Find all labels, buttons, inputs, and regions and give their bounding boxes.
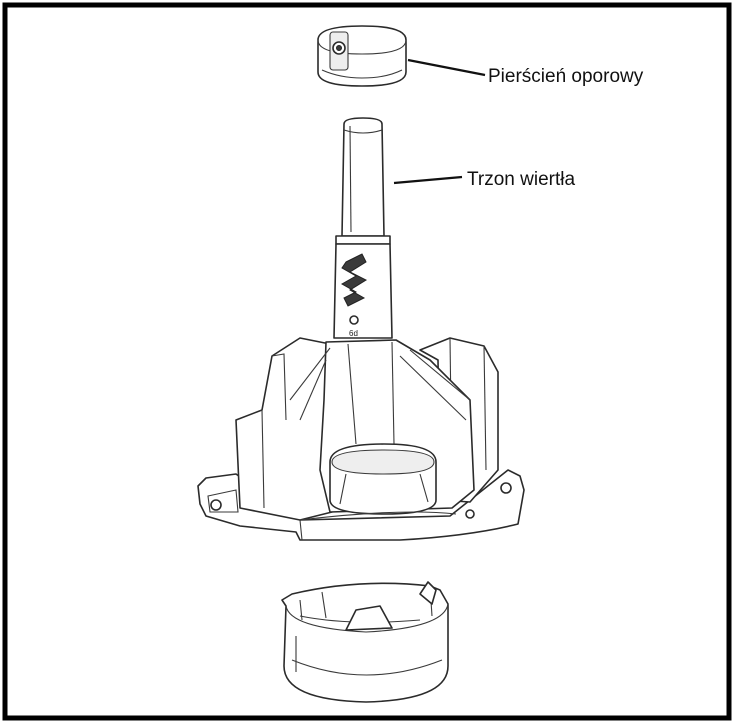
stop-ring-leader	[407, 58, 486, 77]
drill-shank-part: 6d	[333, 117, 393, 339]
stop-ring-label: Pierścień oporowy	[488, 66, 644, 87]
drill-shank-label: Trzon wiertła	[467, 169, 575, 190]
stop-ring-part	[317, 25, 407, 87]
drill-shank-leader	[393, 175, 463, 185]
svg-text:6d: 6d	[349, 329, 358, 338]
main-housing-part	[197, 337, 525, 541]
bottom-cup-part	[281, 581, 449, 703]
